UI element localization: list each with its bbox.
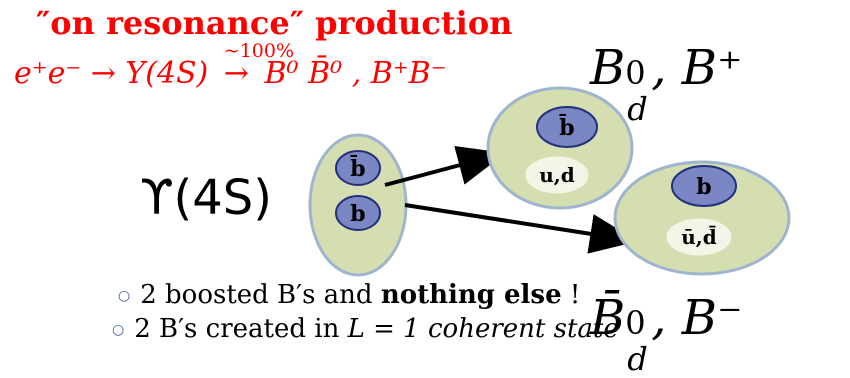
b-plus-light-quark: [524, 155, 590, 195]
b-plus-b-bar-quark: [536, 106, 598, 148]
upsilon-b-quark: [335, 195, 381, 231]
branching-ratio: ~100%: [223, 40, 295, 62]
reaction-rhs: B⁰ B̄⁰ , B⁺B⁻: [264, 56, 447, 91]
arrow-to-b-minus: [404, 203, 638, 254]
b-minus-light-quark: [665, 217, 733, 257]
upsilon-b-text: b: [350, 201, 365, 227]
meson-diagram: b̄ b b̄ u,d b ū,d̄: [308, 86, 791, 277]
upsilon-label: ϒ(4S): [140, 170, 272, 226]
arrow-to-b-plus: [384, 145, 506, 187]
b-plus-b-bar-text: b̄: [559, 113, 574, 141]
title: ″on resonance″ production: [36, 4, 513, 42]
upsilon-b-bar-text: b̄: [350, 154, 365, 182]
bullet-coherent: ○2 B′s created in L = 1 coherent state: [112, 314, 619, 344]
b-minus-b-text: b: [696, 174, 711, 200]
b-plus-light-text: u,d: [539, 163, 575, 187]
reaction-equation: e⁺e⁻ → Υ(4S) ~100% → B⁰ B̄⁰ , B⁺B⁻: [14, 40, 447, 91]
reaction-lhs: e⁺e⁻ → Υ(4S): [14, 56, 209, 91]
reaction-arrow: →: [223, 56, 249, 91]
b-minus-light-text: ū,d̄: [681, 224, 717, 249]
bullet-dot-icon: ○: [112, 322, 125, 338]
b-plus-ellipse: [486, 86, 634, 210]
bullet-boosted: ○2 boosted B′s and nothing else !: [118, 280, 581, 310]
bullet-dot-icon: ○: [118, 288, 131, 304]
b-minus-b-quark: [671, 165, 737, 207]
upsilon-b-bar-quark: [335, 150, 381, 186]
